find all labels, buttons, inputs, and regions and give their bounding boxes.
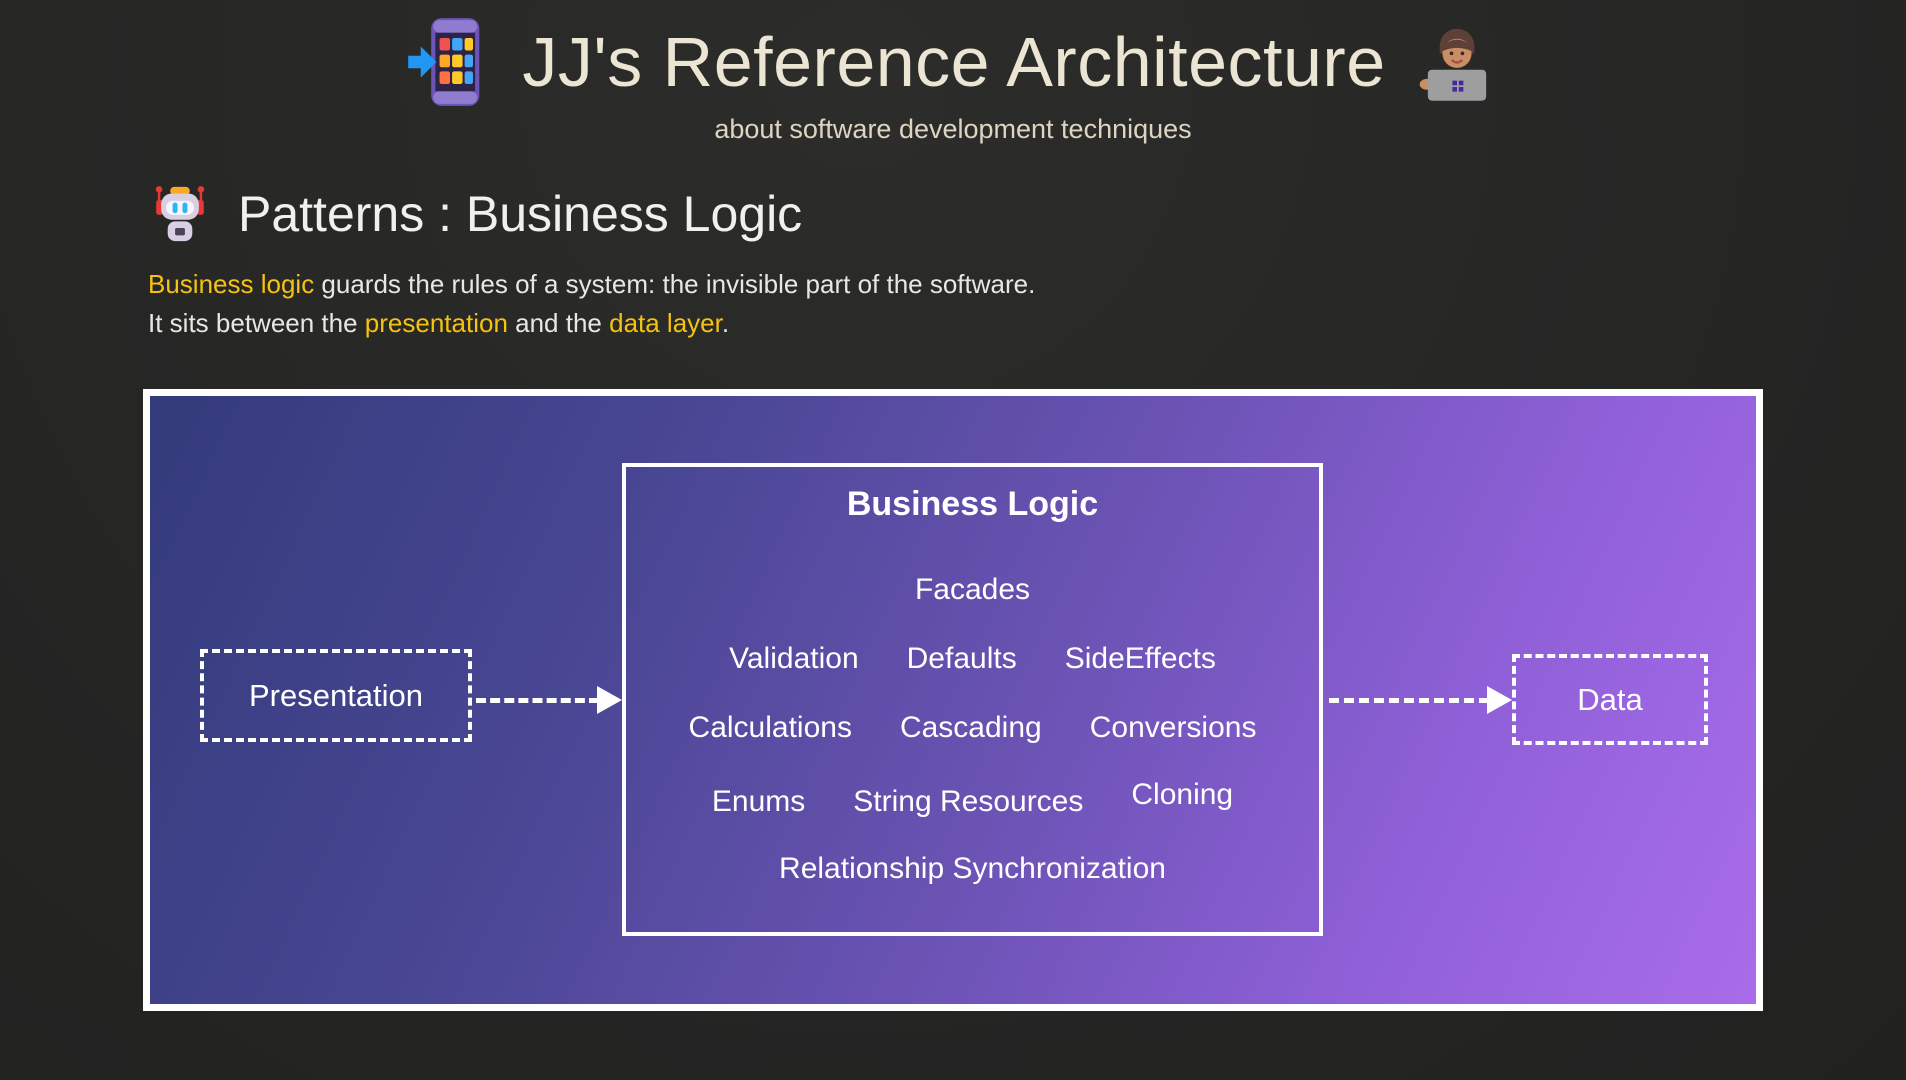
main-content: Patterns : Business Logic Business logic…: [0, 183, 1906, 1011]
technologist-icon: [1416, 17, 1498, 107]
bl-item-cascading: Cascading: [899, 711, 1042, 744]
architecture-diagram: Presentation Business Logic Facades Vali…: [143, 389, 1763, 1011]
bl-item-sideeffects: SideEffects: [1064, 642, 1216, 675]
arrow-head-icon: [1487, 686, 1512, 714]
presentation-label: Presentation: [248, 677, 424, 713]
section-heading: Patterns : Business Logic: [148, 183, 1906, 245]
arrow-dashed-line: [1329, 697, 1489, 703]
robot-icon: [148, 183, 212, 245]
bl-item-string-resources: String Resources: [853, 785, 1084, 818]
data-box: Data: [1512, 654, 1708, 745]
bl-item-calculations: Calculations: [688, 711, 852, 744]
bl-item-validation: Validation: [729, 642, 859, 675]
site-subtitle: about software development techniques: [714, 114, 1192, 144]
bl-item-facades: Facades: [914, 573, 1031, 606]
intro-line-1-text: guards the rules of a system: the invisi…: [314, 269, 1036, 299]
mobile-phone-with-arrow-icon: [408, 16, 492, 108]
intro-line-2-middle: and the: [507, 308, 610, 338]
business-logic-row: Enums String Resources Cloning: [711, 778, 1233, 823]
intro-line-2: It sits between the presentation and the…: [148, 304, 1906, 343]
business-logic-row: Relationship Synchronization: [779, 848, 1166, 890]
bl-item-enums: Enums: [711, 785, 806, 818]
business-logic-row: Calculations Cascading Conversions: [689, 707, 1257, 749]
presentation-box: Presentation: [200, 649, 472, 742]
arrow-dashed-line: [476, 697, 599, 703]
arrow-presentation-to-business-logic: [476, 685, 622, 715]
intro-paragraph: Business logic guards the rules of a sys…: [148, 265, 1906, 343]
arrow-head-icon: [597, 686, 622, 714]
data-layer-link[interactable]: data layer: [609, 308, 722, 338]
title-row: JJ's Reference Architecture: [0, 14, 1906, 110]
business-logic-term: Business logic: [148, 269, 315, 299]
intro-line-2-end: .: [721, 308, 730, 338]
intro-line-2-start: It sits between the: [148, 308, 365, 338]
arrow-business-logic-to-data: [1329, 685, 1512, 715]
site-header: JJ's Reference Architecture about softwa…: [0, 0, 1906, 145]
business-logic-row: Facades: [915, 569, 1030, 611]
site-title[interactable]: JJ's Reference Architecture: [522, 23, 1386, 101]
page-title: Patterns : Business Logic: [238, 186, 803, 242]
bl-item-cloning: Cloning: [1131, 778, 1234, 811]
presentation-link[interactable]: presentation: [364, 308, 508, 338]
bl-item-relationship-synchronization: Relationship Synchronization: [779, 852, 1166, 885]
business-logic-row: Validation Defaults SideEffects: [729, 638, 1216, 680]
business-logic-box: Business Logic Facades Validation Defaul…: [622, 463, 1323, 936]
data-label: Data: [1577, 681, 1643, 717]
intro-line-1: Business logic guards the rules of a sys…: [148, 265, 1906, 304]
bl-item-conversions: Conversions: [1089, 711, 1257, 744]
business-logic-title: Business Logic: [846, 485, 1099, 523]
bl-item-defaults: Defaults: [906, 642, 1017, 675]
